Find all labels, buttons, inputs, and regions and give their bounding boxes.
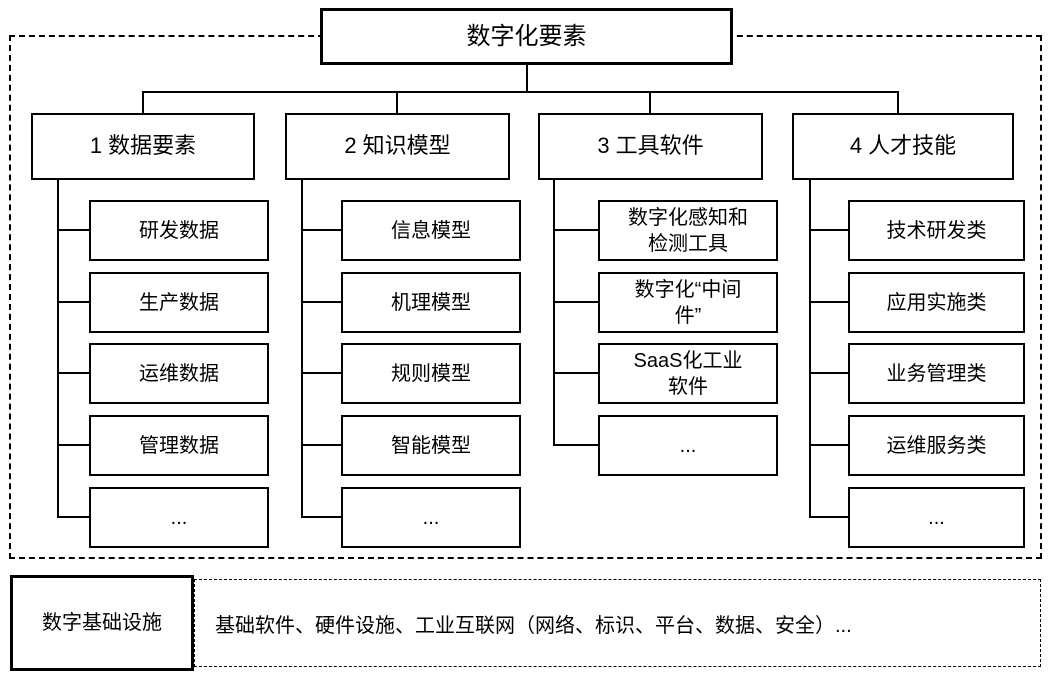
child-box-management-data: 管理数据 [89,415,269,476]
child-box-rule-model: 规则模型 [341,343,521,404]
connector-stub-col2 [396,91,398,115]
stub-col2-row5 [301,516,343,518]
infrastructure-description-box: 基础软件、硬件设施、工业互联网（网络、标识、平台、数据、安全）... [194,579,1041,667]
stub-col4-row3 [809,372,850,374]
stub-col1-row1 [57,229,91,231]
child-box-production-data: 生产数据 [89,272,269,333]
stub-col3-row1 [553,229,600,231]
stub-col2-row4 [301,444,343,446]
child-box-intelligent-model: 智能模型 [341,415,521,476]
header-box-knowledge-models: 2 知识模型 [285,113,510,180]
stub-col1-row4 [57,444,91,446]
connector-root-trunk [526,64,528,92]
child-box-saas-industrial-software: SaaS化工业 软件 [598,343,778,404]
child-box-business-management: 业务管理类 [848,343,1025,404]
child-box-application-implementation: 应用实施类 [848,272,1025,333]
child-box-model-ellipsis: ... [341,487,521,548]
child-box-sensing-detection-tools: 数字化感知和 检测工具 [598,200,778,261]
stub-col4-row2 [809,301,850,303]
header-box-tool-software: 3 工具软件 [538,113,763,180]
connector-stub-col3 [649,91,651,115]
trunk-col2 [301,178,303,517]
child-box-software-ellipsis: ... [598,415,778,476]
stub-col1-row3 [57,372,91,374]
infrastructure-label-box: 数字基础设施 [10,575,194,671]
stub-col4-row4 [809,444,850,446]
stub-col1-row5 [57,516,91,518]
stub-col3-row2 [553,301,600,303]
child-box-rd-data: 研发数据 [89,200,269,261]
child-box-tech-rd-category: 技术研发类 [848,200,1025,261]
trunk-col4 [809,178,811,517]
connector-stub-col4 [897,91,899,115]
stub-col2-row3 [301,372,343,374]
connector-stub-col1 [142,91,144,115]
root-box-digital-elements: 数字化要素 [320,8,733,65]
trunk-col3 [553,178,555,446]
child-box-digital-middleware: 数字化“中间 件” [598,272,778,333]
stub-col2-row2 [301,301,343,303]
child-box-mechanism-model: 机理模型 [341,272,521,333]
child-box-skills-ellipsis: ... [848,487,1025,548]
stub-col1-row2 [57,301,91,303]
trunk-col1 [57,178,59,517]
connector-main-hbar [142,91,899,93]
stub-col4-row5 [809,516,850,518]
stub-col3-row4 [553,444,600,446]
stub-col2-row1 [301,229,343,231]
header-box-data-elements: 1 数据要素 [31,113,255,180]
child-box-om-data: 运维数据 [89,343,269,404]
child-box-information-model: 信息模型 [341,200,521,261]
child-box-om-service: 运维服务类 [848,415,1025,476]
header-box-talent-skills: 4 人才技能 [792,113,1014,180]
stub-col4-row1 [809,229,850,231]
stub-col3-row3 [553,372,600,374]
child-box-data-ellipsis: ... [89,487,269,548]
